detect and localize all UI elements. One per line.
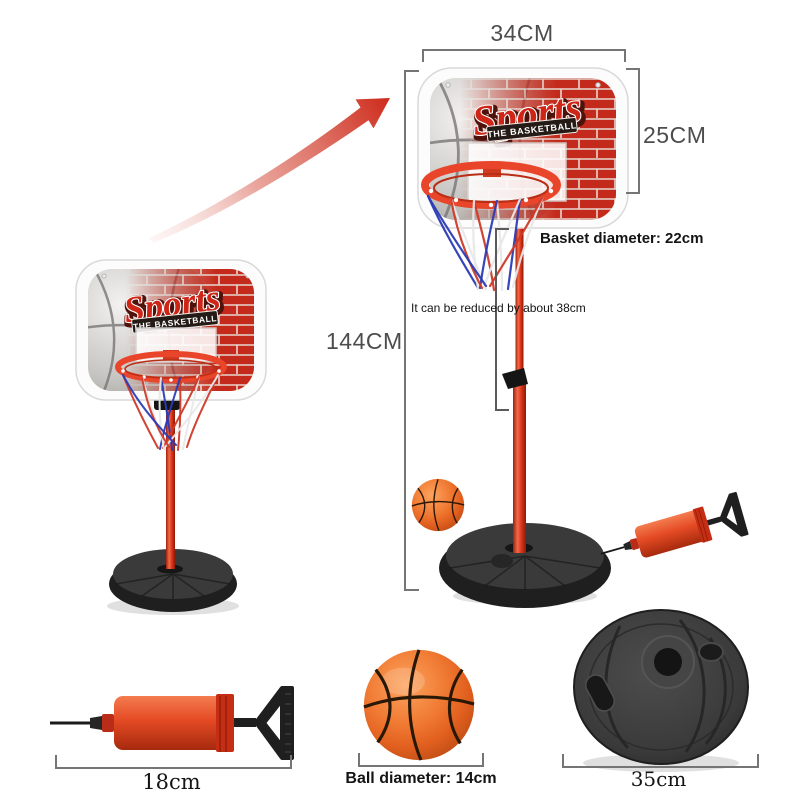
base-diameter-line bbox=[562, 754, 759, 768]
stand-base-disc bbox=[573, 609, 749, 772]
board-width-bracket bbox=[422, 49, 626, 62]
small-stand-pole bbox=[166, 384, 175, 569]
pump-body bbox=[114, 696, 232, 750]
large-stand-net bbox=[426, 194, 545, 292]
board-height-label: 25CM bbox=[643, 122, 707, 148]
arrow-shape bbox=[149, 98, 390, 243]
mini-basketball bbox=[411, 478, 465, 532]
upgrade-arrow-icon bbox=[149, 98, 390, 243]
height-adjust-bracket bbox=[495, 228, 509, 411]
basket-diameter-label: Basket diameter: 22cm bbox=[540, 230, 704, 247]
large-stand-pole bbox=[502, 226, 528, 553]
base-disc-fill-hole bbox=[698, 642, 724, 662]
height-adjust-note: It can be reduced by about 38cm bbox=[411, 301, 586, 315]
small-stand-base bbox=[107, 549, 239, 615]
large-stand-base bbox=[439, 523, 611, 608]
small-stand-net bbox=[122, 374, 219, 451]
ball-diameter-line bbox=[358, 753, 484, 767]
basketball-body bbox=[363, 649, 475, 761]
stand-height-bracket bbox=[404, 70, 419, 591]
pump-handle bbox=[254, 686, 294, 760]
basketball-seams bbox=[363, 649, 475, 761]
pump-length-label: 18cm bbox=[142, 770, 201, 794]
pole-height-clamp bbox=[502, 368, 528, 389]
hand-pump-small bbox=[600, 491, 749, 558]
ball-diameter-label: Ball diameter: 14cm bbox=[345, 770, 497, 787]
base-diameter-label: 35cm bbox=[630, 767, 687, 791]
stand-height-label: 144CM bbox=[326, 328, 403, 354]
large-basketball-stand: Sports Sports THE BASKETBALL bbox=[417, 67, 629, 608]
small-basketball-stand: Sports Sports THE BASKETBALL bbox=[75, 259, 267, 615]
pump-length-line bbox=[55, 755, 292, 769]
pump-needle bbox=[50, 721, 90, 725]
board-height-bracket bbox=[626, 68, 640, 194]
small-stand-backboard: Sports Sports THE BASKETBALL bbox=[75, 259, 267, 401]
board-width-label: 34CM bbox=[490, 20, 554, 46]
large-stand-backboard: Sports Sports THE BASKETBALL bbox=[417, 67, 629, 229]
base-disc-handle-slot bbox=[585, 674, 615, 712]
basketball bbox=[363, 649, 475, 761]
hand-pump bbox=[50, 686, 294, 760]
